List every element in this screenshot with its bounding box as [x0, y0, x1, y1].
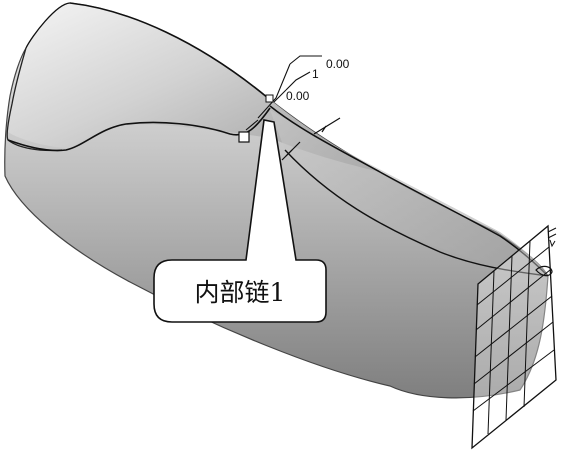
- grid-plane[interactable]: [471, 224, 557, 450]
- vertex-handle[interactable]: [265, 94, 274, 103]
- plane-tag: [547, 227, 557, 248]
- top-outline: [69, 2, 269, 99]
- dimension-markers: [245, 55, 341, 161]
- left-edge: [6, 47, 63, 152]
- right-flank: [270, 110, 548, 276]
- callout-bubble[interactable]: [153, 119, 327, 323]
- dimension-lower-value[interactable]: 0.00: [286, 89, 310, 103]
- lower-edge: [284, 149, 549, 277]
- dimension-upper-value[interactable]: 0.00: [326, 57, 350, 71]
- end-loop: [535, 265, 553, 277]
- ridge-line[interactable]: [269, 105, 549, 277]
- callout-label: 内部链1: [195, 278, 286, 307]
- dimension-index-label[interactable]: 1: [312, 67, 319, 81]
- chain-handle[interactable]: [238, 131, 250, 143]
